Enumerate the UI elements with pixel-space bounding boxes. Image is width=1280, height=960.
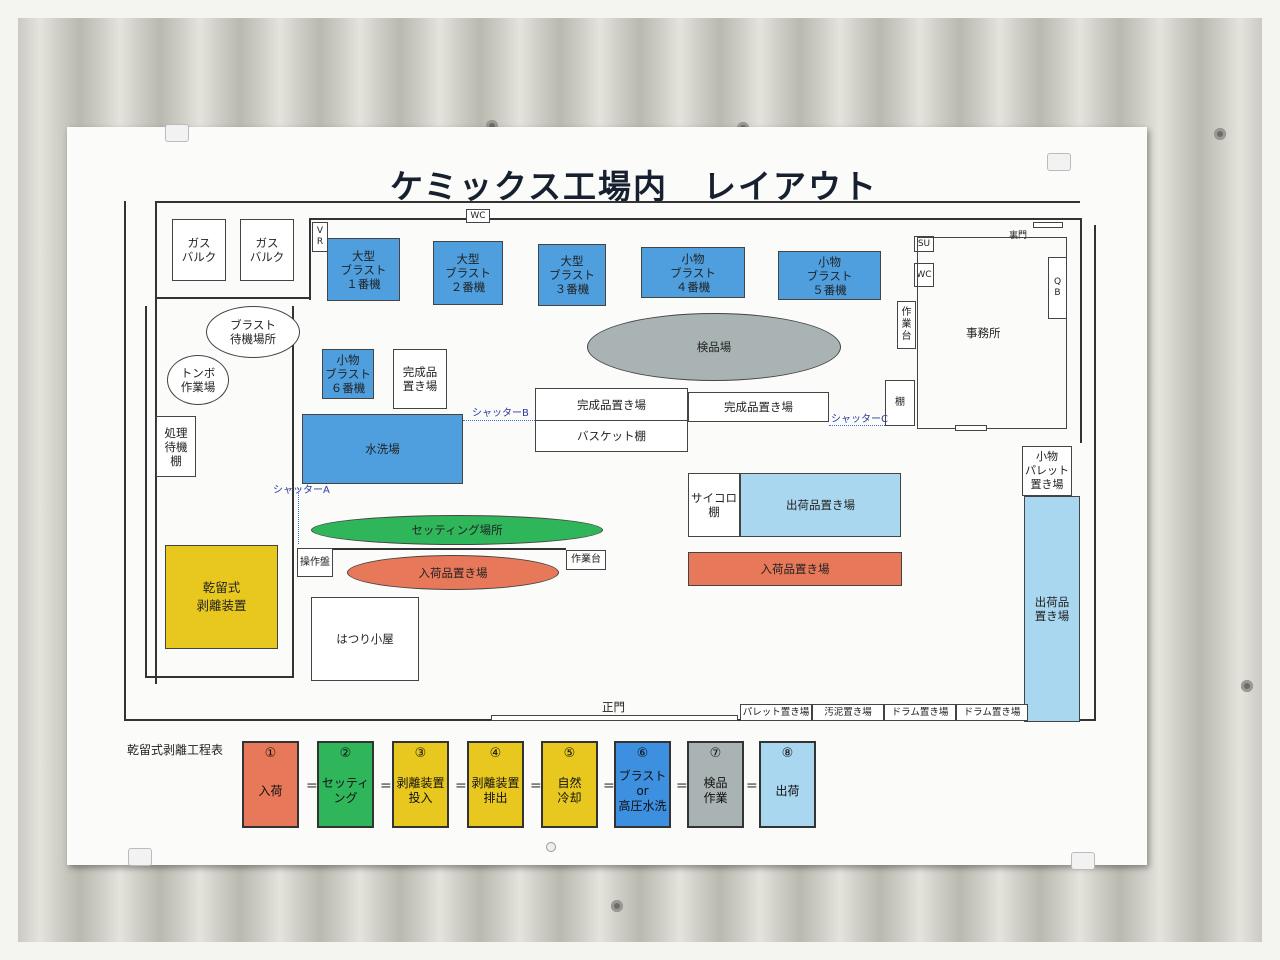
wall-line [1094, 225, 1096, 721]
drum-area-2: ドラム置き場 [956, 704, 1028, 721]
small-pallet-area: 小物 パレット 置き場 [1022, 446, 1072, 496]
dryer-stripping-unit: 乾留式 剥離装置 [165, 545, 278, 649]
tonbo-work-area: トンボ 作業場 [167, 355, 229, 405]
treatment-wait-shelf: 処理 待機 棚 [156, 416, 196, 477]
wall-line [309, 218, 1080, 220]
basket-shelf: バスケット棚 [535, 420, 688, 452]
work-table-right: 作 業 台 [897, 301, 916, 349]
shutter-a-line [298, 488, 299, 544]
finished-small-area: 完成品 置き場 [393, 349, 447, 409]
vr-box: V R [312, 222, 328, 252]
eq-sign: = [306, 778, 318, 794]
wall-line [155, 201, 157, 306]
wall-line [1080, 218, 1082, 443]
small-blast-6: 小物 ブラスト ６番機 [322, 349, 374, 399]
sludge-area: 汚泥置き場 [812, 704, 884, 721]
board-clip [128, 848, 152, 866]
eq-sign: = [380, 778, 392, 794]
eq-sign: = [603, 778, 615, 794]
control-panel: 操作盤 [297, 548, 333, 577]
eq-sign: = [676, 778, 688, 794]
office-label: 事務所 [966, 326, 1001, 340]
gas-bulk-1: ガス バルク [172, 219, 226, 281]
finished-area-2: 完成品置き場 [688, 392, 829, 422]
main-gate-label: 正門 [602, 700, 625, 714]
shutter-b-label: シャッターB [472, 408, 529, 419]
wall-line [309, 218, 311, 300]
hatsuri-hut: はつり小屋 [311, 597, 419, 681]
eq-sign: = [746, 778, 758, 794]
wall-screw [1241, 680, 1253, 692]
back-gate-marker [1033, 222, 1063, 228]
wall-line [292, 306, 294, 678]
shutter-b-line [463, 420, 535, 421]
wall-screw [1214, 128, 1226, 140]
main-gate [491, 715, 738, 721]
blast-wait-area: ブラスト 待機場所 [206, 306, 300, 358]
finished-area-1: 完成品置き場 [535, 388, 688, 422]
shipping-right-area: 出荷品 置き場 [1024, 496, 1080, 722]
inspection-area: 検品場 [587, 313, 841, 381]
saikoro-shelf: サイコロ 棚 [688, 473, 740, 537]
page-title: ケミックス工場内 レイアウト [390, 167, 879, 206]
process-heading: 乾留式剥離工程表 [127, 743, 224, 757]
incoming-rect: 入荷品置き場 [688, 552, 902, 586]
back-gate-label: 裏門 [1009, 231, 1028, 241]
line [333, 548, 566, 550]
wall-line [124, 201, 126, 721]
pallet-area: パレット置き場 [740, 704, 812, 721]
small-blast-5: 小物 ブラスト ５番機 [778, 251, 881, 300]
board-clip [1071, 852, 1095, 870]
wall-line [155, 201, 1080, 203]
shelf: 棚 [885, 380, 915, 426]
wall-screw [611, 900, 623, 912]
work-table: 作業台 [566, 550, 606, 570]
shipping-area: 出荷品置き場 [740, 473, 901, 537]
board-screw [546, 842, 556, 852]
large-blast-3: 大型 ブラスト ３番機 [538, 244, 606, 306]
office-door [955, 425, 987, 431]
shutter-c-line [829, 425, 885, 426]
large-blast-2: 大型 ブラスト ２番機 [433, 241, 503, 305]
wc-right: WC [914, 263, 934, 287]
small-blast-4: 小物 ブラスト ４番機 [641, 247, 745, 298]
board-clip [165, 124, 189, 142]
drum-area-1: ドラム置き場 [884, 704, 956, 721]
board-clip [1047, 153, 1071, 171]
incoming-ellipse: 入荷品置き場 [347, 555, 559, 590]
eq-sign: = [455, 778, 467, 794]
gas-bulk-2: ガス バルク [240, 219, 294, 281]
su-box: SU [914, 236, 934, 252]
shutter-c-label: シャッターC [831, 414, 888, 425]
wall-line [145, 676, 292, 678]
wall-line [155, 297, 309, 299]
large-blast-1: 大型 ブラスト １番機 [327, 238, 400, 301]
setting-area: セッティング場所 [311, 515, 603, 545]
eq-sign: = [530, 778, 542, 794]
wc-top: WC [466, 209, 490, 223]
wall-line [155, 306, 157, 684]
office-room [917, 237, 1067, 429]
shutter-a-label: シャッターA [273, 485, 330, 496]
wash-area: 水洗場 [302, 414, 463, 484]
wall-line [145, 306, 147, 678]
